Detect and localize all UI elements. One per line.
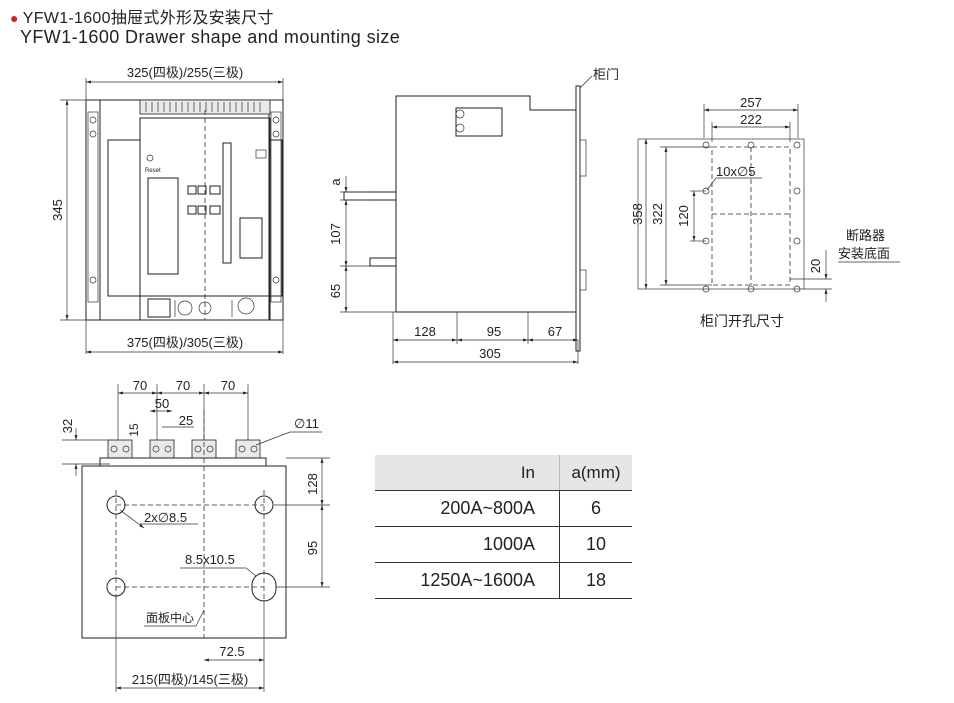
table-row: 1000A 10 [375, 526, 632, 563]
mount-dim-70a: 70 [133, 378, 147, 393]
side-dim-107: 107 [328, 223, 343, 245]
reset-label: Reset [145, 168, 161, 174]
rating-table: In a(mm) 200A~800A 6 1000A 10 1250A~1600… [375, 455, 632, 599]
front-view: 325(四极)/255(三极) 345 [50, 65, 284, 354]
title-cn: ●YFW1-1600抽屉式外形及安装尺寸 [10, 4, 274, 28]
mount-dim-50: 50 [155, 396, 169, 411]
front-dim-top: 325(四极)/255(三极) [127, 65, 243, 80]
mount-holes: 2x∅8.5 [144, 510, 187, 525]
door-label: 柜门 [593, 67, 619, 82]
table-header-row: In a(mm) [375, 455, 632, 491]
title-cn-text: YFW1-1600抽屉式外形及安装尺寸 [22, 10, 274, 27]
table-cell-a: 6 [559, 490, 632, 527]
cut-dim-222: 222 [740, 112, 762, 127]
side-dim-128: 128 [414, 324, 436, 339]
side-view: 柜门 a 107 65 128 95 67 305 [328, 67, 619, 364]
table-row: 200A~800A 6 [375, 490, 632, 527]
table-cell-a: 10 [559, 526, 632, 563]
mount-dim-95: 95 [305, 541, 320, 555]
mount-dim-25: 25 [179, 413, 193, 428]
cut-holes: 10x∅5 [716, 164, 756, 179]
mount-panel-center: 面板中心 [146, 610, 194, 625]
mount-dim-128: 128 [305, 473, 320, 495]
mount-view: 70 70 70 50 25 15 32 ∅11 [60, 378, 330, 692]
title-en: YFW1-1600 Drawer shape and mounting size [20, 27, 401, 47]
mount-dim-72-5: 72.5 [219, 644, 244, 659]
breaker-base-line2: 安装底面 [838, 246, 890, 261]
table-row: 1250A~1600A 18 [375, 562, 632, 599]
front-dim-height: 345 [50, 199, 65, 221]
table-header-in: In [375, 455, 560, 491]
mount-dim-width: 215(四极)/145(三极) [132, 672, 248, 687]
mount-dim-hole11: ∅11 [294, 416, 319, 431]
table-cell-a: 18 [559, 562, 632, 599]
cut-dim-20: 20 [808, 259, 823, 273]
table-cell-in: 1250A~1600A [375, 562, 560, 599]
side-dim-65: 65 [328, 284, 343, 298]
side-dim-67: 67 [548, 324, 562, 339]
table-header-a: a(mm) [559, 455, 632, 491]
side-dim-305: 305 [479, 346, 501, 361]
mount-dim-15: 15 [127, 423, 141, 437]
mount-dim-70c: 70 [221, 378, 235, 393]
cut-caption: 柜门开孔尺寸 [700, 313, 784, 329]
side-dim-95: 95 [487, 324, 501, 339]
breaker-base-line1: 断路器 [846, 228, 885, 243]
mount-slot: 8.5x10.5 [185, 552, 235, 567]
cut-dim-322: 322 [650, 203, 665, 225]
front-dim-bottom: 375(四极)/305(三极) [127, 335, 243, 350]
cut-dim-358: 358 [630, 203, 645, 225]
cutout-view: 257 222 10x∅5 358 322 120 20 断路 [630, 95, 900, 329]
table-cell-in: 200A~800A [375, 490, 560, 527]
mount-dim-32: 32 [60, 419, 75, 433]
side-dim-a: a [328, 178, 343, 186]
table-cell-in: 1000A [375, 526, 560, 563]
bullet-icon: ● [10, 10, 19, 26]
cut-dim-257: 257 [740, 95, 762, 110]
cut-dim-120: 120 [676, 205, 691, 227]
mount-dim-70b: 70 [176, 378, 190, 393]
